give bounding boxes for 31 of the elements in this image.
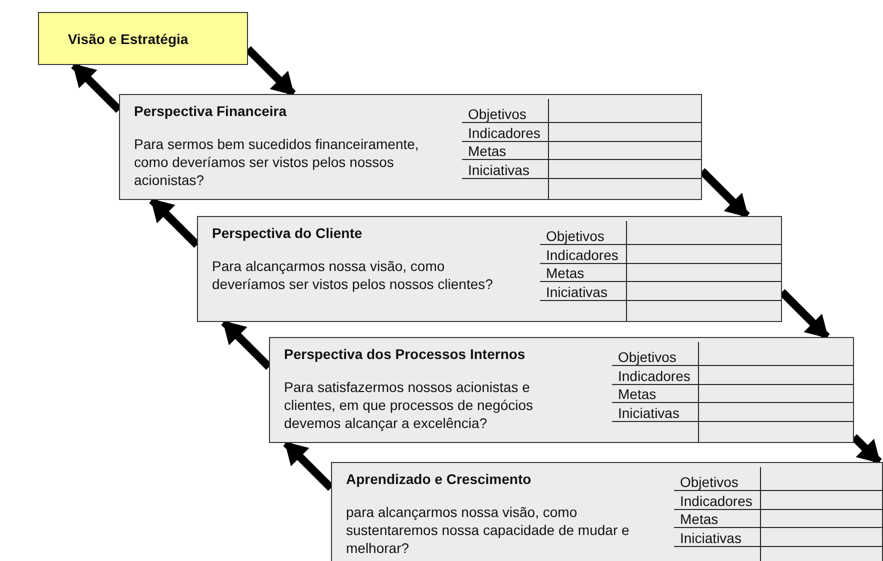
card-heading: Perspectiva do Cliente [212,224,362,242]
process-box [38,12,248,65]
table-row-label: Objetivos [468,105,526,123]
perspective-card [269,337,854,443]
table-row-label: Metas [468,142,506,160]
perspective-card [119,94,702,200]
card-heading: Perspectiva dos Processos Internos [284,345,526,363]
table-row-label: Objetivos [680,473,738,491]
table-row-label: Metas [546,264,584,282]
card-question: Para sermos bem sucedidos financeiramente, como deveríamos ser vistos pelos nossos acionistas? [134,135,420,189]
table-row-label: Iniciativas [680,528,742,546]
table-row-label: Iniciativas [618,404,680,422]
table-row-label: Indicadores [618,366,690,384]
card-heading: Perspectiva Financeira [134,102,287,120]
card-heading: Aprendizado e Crescimento [346,470,532,488]
box-title: Visão e Estratégia [66,30,190,48]
table-row-label: Metas [680,510,718,528]
perspective-card [331,462,883,561]
arrow [851,434,882,465]
perspective-card [197,216,782,322]
table-row-label: Iniciativas [468,160,530,178]
table-row-label: Objetivos [618,348,676,366]
table-row-label: Metas [618,385,656,403]
table-row-label: Objetivos [546,227,604,245]
card-question: Para satisfazermos nossos acionistas e clientes, em que processos de negócios devemos alcançar a excelência? [284,378,534,432]
card-question: Para alcançarmos nossa visão, como deveríamos ser vistos pelos nossos clientes? [212,257,494,293]
table-row-label: Iniciativas [546,282,608,300]
table-row-label: Indicadores [468,124,540,142]
card-question: para alcançarmos nossa visão, como sustentaremos nossa capacidade de mudar e melhorar? [346,503,630,557]
table-row-label: Indicadores [546,246,618,264]
table-row-label: Indicadores [680,492,752,510]
